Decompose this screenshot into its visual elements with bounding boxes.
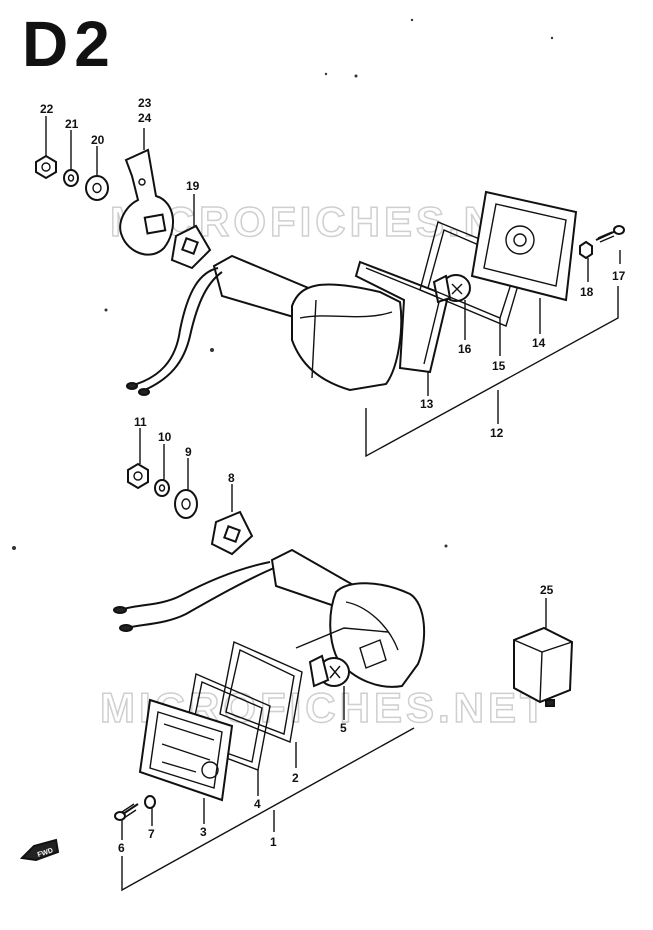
callout-11: 11 (134, 415, 147, 429)
callout-8: 8 (228, 471, 235, 485)
callout-5: 5 (340, 721, 347, 735)
callout-7: 7 (148, 827, 155, 841)
callout-21: 21 (65, 117, 79, 131)
part-20-washer (85, 175, 109, 201)
callout-15: 15 (492, 359, 506, 373)
part-23-24-bracket (119, 148, 175, 256)
callout-4: 4 (254, 797, 261, 811)
lower-leader-lines (121, 428, 547, 892)
callout-17: 17 (612, 269, 626, 283)
callout-25: 25 (540, 583, 554, 597)
callout-22: 22 (40, 102, 54, 116)
part-12-upper-turn-signal-housing (126, 254, 403, 396)
callout-6: 6 (118, 841, 125, 855)
callout-3: 3 (200, 825, 207, 839)
callout-12: 12 (490, 426, 504, 440)
part-19-grommet (170, 224, 212, 270)
callout-20: 20 (91, 133, 105, 147)
part-17-screw (595, 225, 625, 243)
part-25-relay (513, 626, 574, 707)
part-2-gasket (219, 641, 303, 743)
callout-2: 2 (292, 771, 299, 785)
part-7-washer (144, 795, 156, 809)
callout-19: 19 (186, 179, 200, 193)
callout-10: 10 (158, 430, 172, 444)
part-9-washer (174, 489, 198, 519)
callout-16: 16 (458, 342, 472, 356)
part-3-lens (138, 698, 234, 802)
part-14-lens (470, 190, 578, 302)
part-8-grommet (210, 510, 254, 556)
part-16-bulb (432, 274, 471, 304)
forward-mark: FWD (37, 847, 54, 859)
part-18-washer (579, 240, 593, 260)
part-10-lock-washer (154, 479, 170, 497)
callout-1: 1 (270, 835, 277, 849)
callout-14: 14 (532, 336, 546, 350)
scan-specks (12, 18, 554, 550)
part-5-bulb (308, 654, 350, 688)
part-21-lock-washer (63, 169, 79, 187)
callout-24: 24 (138, 111, 152, 125)
part-11-nut (127, 462, 149, 490)
page-title: D2 (22, 8, 116, 80)
forward-arrow-icon: FWD (19, 838, 60, 862)
callout-18: 18 (580, 285, 594, 299)
callout-9: 9 (185, 445, 192, 459)
callout-23: 23 (138, 96, 152, 110)
upper-leader-lines (45, 116, 621, 458)
part-22-nut (35, 154, 57, 180)
callout-13: 13 (420, 397, 434, 411)
part-1-lower-turn-signal-housing (113, 548, 426, 688)
part-6-screw (114, 803, 139, 821)
